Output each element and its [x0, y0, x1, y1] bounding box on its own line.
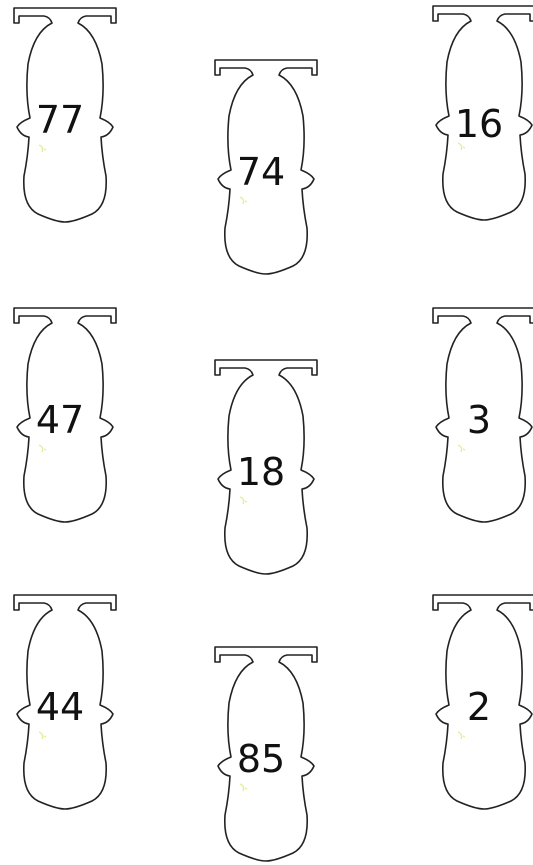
car-47[interactable]: 47 — [10, 306, 120, 526]
car-16[interactable]: 16 — [429, 4, 533, 224]
car-77[interactable]: 77 — [10, 6, 120, 226]
car-number: 2 — [429, 685, 529, 729]
car-85[interactable]: 85 — [211, 645, 321, 865]
car-number: 44 — [10, 685, 110, 729]
car-74[interactable]: 74 — [211, 58, 321, 278]
car-number: 74 — [211, 150, 311, 194]
car-number: 77 — [10, 98, 110, 142]
car-2[interactable]: 2 — [429, 593, 533, 813]
car-number: 47 — [10, 398, 110, 442]
car-18[interactable]: 18 — [211, 358, 321, 578]
car-number: 16 — [429, 102, 529, 146]
car-3[interactable]: 3 — [429, 306, 533, 526]
car-44[interactable]: 44 — [10, 593, 120, 813]
car-number: 85 — [211, 737, 311, 781]
car-number: 18 — [211, 450, 311, 494]
car-number: 3 — [429, 398, 529, 442]
